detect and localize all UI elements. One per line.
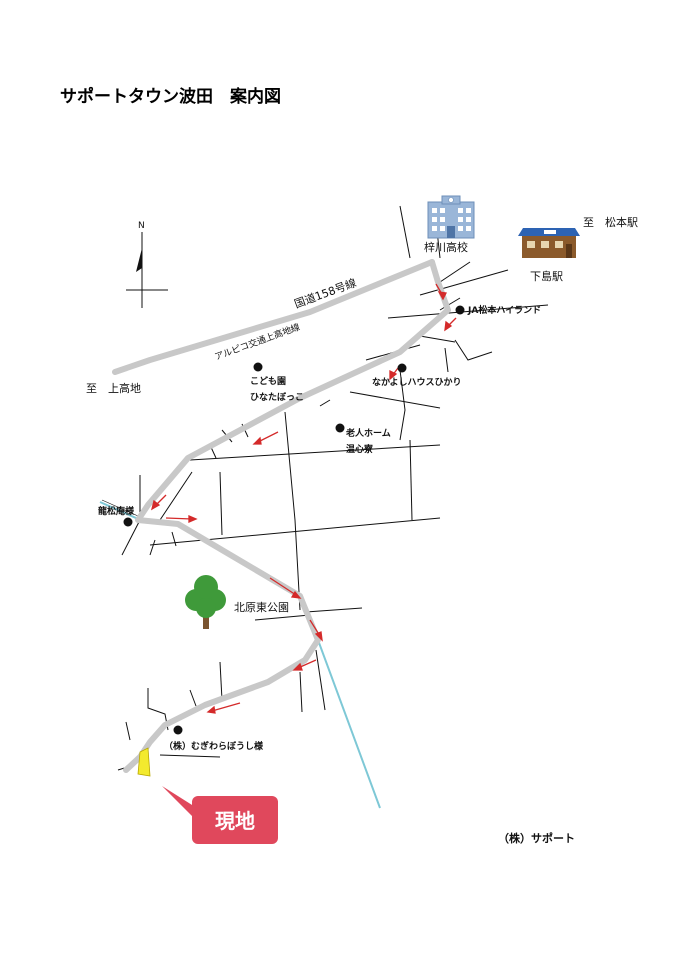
tree-icon bbox=[185, 575, 226, 629]
site-callout: 現地 bbox=[162, 786, 278, 844]
compass: N bbox=[126, 221, 168, 308]
landmark-nakayoshi: なかよしハウスひかり bbox=[372, 363, 462, 388]
site-label: 現地 bbox=[215, 809, 255, 833]
landmark-mugiwara: （株）むぎわらぼうし様 bbox=[164, 725, 264, 752]
label-ja: JA松本ハイランド bbox=[467, 304, 541, 316]
site-plot bbox=[137, 747, 151, 777]
page-title: サポートタウン波田 案内図 bbox=[60, 86, 281, 107]
landmark-dot bbox=[253, 362, 263, 372]
label-school: 梓川高校 bbox=[424, 240, 468, 254]
label-kodomo-2: ひなたぼっこ bbox=[250, 391, 304, 403]
label-to-kamikochi: 至 上高地 bbox=[86, 381, 141, 395]
landmark-dot bbox=[455, 305, 465, 315]
route-main bbox=[112, 259, 451, 773]
landmark-dot bbox=[397, 363, 407, 373]
landmark-dot bbox=[335, 423, 345, 433]
label-to-matsumoto: 至 松本駅 bbox=[583, 215, 638, 229]
label-mugiwara: （株）むぎわらぼうし様 bbox=[164, 740, 264, 752]
landmark-ryushoan: 龍松庵様 bbox=[98, 505, 135, 527]
site-badge bbox=[192, 796, 278, 844]
school-building-icon bbox=[427, 195, 475, 239]
station-building-icon bbox=[518, 228, 580, 258]
label-park: 北原東公園 bbox=[234, 601, 289, 614]
label-kodomo-1: こども園 bbox=[250, 375, 286, 387]
label-nakayoshi: なかよしハウスひかり bbox=[372, 377, 462, 388]
landmark-dot bbox=[123, 517, 133, 527]
landmark-dot bbox=[173, 725, 183, 735]
label-station: 下島駅 bbox=[530, 269, 563, 283]
landmark-ja: JA松本ハイランド bbox=[455, 304, 541, 316]
compass-north-label: N bbox=[138, 221, 145, 231]
label-ryushoan: 龍松庵様 bbox=[98, 505, 135, 517]
route-arrows bbox=[150, 283, 457, 714]
company-name: （株）サポート bbox=[498, 831, 575, 845]
landmark-rojin: 老人ホーム 温心寮 bbox=[335, 423, 391, 455]
label-rojin-1: 老人ホーム bbox=[345, 427, 391, 439]
label-rojin-2: 温心寮 bbox=[346, 443, 374, 455]
landmark-kodomo: こども園 ひなたぼっこ bbox=[250, 362, 304, 403]
